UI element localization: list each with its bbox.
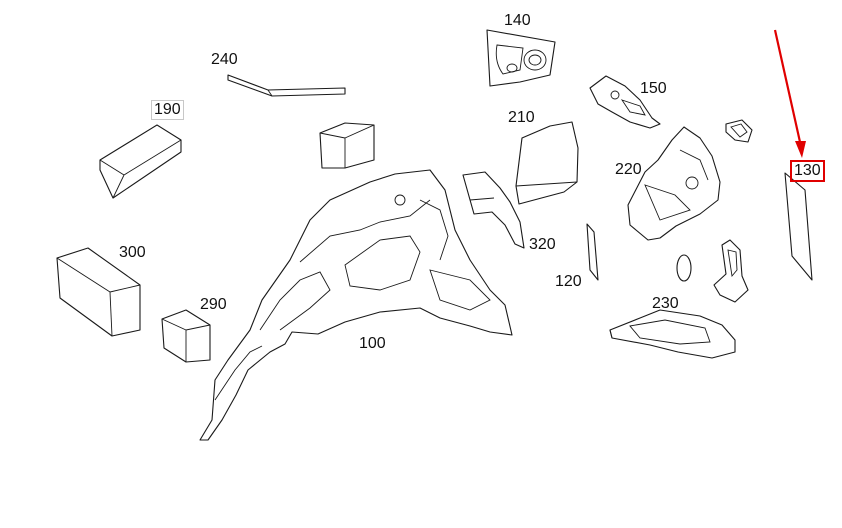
part-210[interactable]	[515, 121, 579, 205]
part-130[interactable]	[784, 172, 813, 281]
callout-190[interactable]: 190	[151, 100, 184, 120]
callout-130-highlighted[interactable]: 130	[790, 160, 825, 182]
part-clip-lower[interactable]	[713, 239, 749, 303]
part-foam-block[interactable]	[319, 122, 375, 169]
callout-300[interactable]: 300	[119, 244, 146, 261]
callout-230[interactable]: 230	[652, 295, 679, 312]
callout-220[interactable]: 220	[615, 161, 642, 178]
part-220[interactable]	[627, 126, 721, 241]
highlight-arrow	[773, 29, 806, 158]
part-140[interactable]	[486, 29, 556, 87]
part-150[interactable]	[589, 75, 661, 129]
part-190[interactable]	[99, 124, 182, 199]
part-240[interactable]	[227, 74, 346, 97]
part-320[interactable]	[462, 171, 525, 249]
callout-240[interactable]: 240	[211, 51, 238, 68]
callout-320[interactable]: 320	[529, 236, 556, 253]
part-clip-upper[interactable]	[725, 119, 753, 143]
part-230[interactable]	[609, 309, 736, 359]
part-100[interactable]	[199, 169, 513, 441]
callout-290[interactable]: 290	[200, 296, 227, 313]
part-300[interactable]	[56, 247, 141, 337]
callout-210[interactable]: 210	[508, 109, 535, 126]
callout-120[interactable]: 120	[555, 273, 582, 290]
part-120[interactable]	[586, 223, 599, 281]
part-disc[interactable]	[676, 254, 692, 282]
part-290[interactable]	[161, 309, 211, 363]
callout-140[interactable]: 140	[504, 12, 531, 29]
callout-150[interactable]: 150	[640, 80, 667, 97]
callout-100[interactable]: 100	[359, 335, 386, 352]
